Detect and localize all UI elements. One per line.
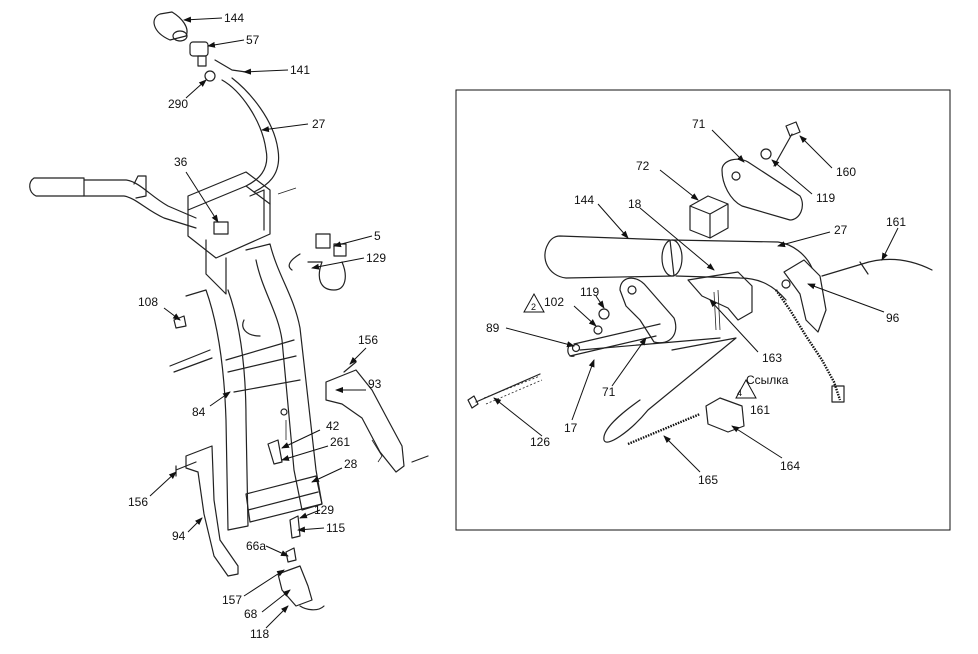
label-108: 108 xyxy=(138,295,158,309)
console-box-drawing xyxy=(187,171,297,295)
clamp-drawing xyxy=(189,41,209,67)
inset-label-link: Ссылка xyxy=(746,373,789,387)
inset-spring-165-drawing xyxy=(627,412,701,446)
inset-lever-lower-drawing xyxy=(619,277,677,344)
inset-label-102: 102 xyxy=(544,295,564,309)
inset-block-drawing xyxy=(689,195,729,239)
warning-mark-2: 2 xyxy=(531,302,536,312)
handlebar-drawing xyxy=(29,175,197,229)
inset-washer-lower-drawing xyxy=(598,308,610,320)
inset-label-164: 164 xyxy=(780,459,800,473)
warning-mark-4: 4 xyxy=(737,388,742,398)
label-118: 118 xyxy=(250,627,269,641)
label-129-lower: 129 xyxy=(314,503,334,517)
inset-label-119-top: 119 xyxy=(816,191,835,205)
cable-drawing xyxy=(214,59,247,73)
inset-bracket-96-drawing xyxy=(783,259,827,333)
label-94: 94 xyxy=(172,529,186,543)
inset-label-163: 163 xyxy=(762,351,782,365)
label-261: 261 xyxy=(330,435,350,449)
inset-label-71-lower: 71 xyxy=(602,385,616,399)
label-141: 141 xyxy=(290,63,310,77)
label-57: 57 xyxy=(246,33,260,47)
inset-cable-161-drawing xyxy=(821,258,933,277)
inset-rod-17-drawing xyxy=(579,337,737,443)
label-5: 5 xyxy=(374,229,381,243)
side-bracket-right-drawing xyxy=(325,369,405,473)
inset-labels: 71 160 72 119 144 18 27 161 119 102 89 9… xyxy=(486,117,906,487)
inset-leaders xyxy=(493,129,899,473)
lower-linkage-drawing xyxy=(277,515,325,611)
main-frame-drawing xyxy=(169,243,323,531)
label-28: 28 xyxy=(344,457,358,471)
inset-label-96: 96 xyxy=(886,311,900,325)
pin-drawing xyxy=(267,439,283,465)
inset-label-161-lower: 161 xyxy=(750,403,770,417)
label-66a: 66a xyxy=(246,539,266,553)
label-42: 42 xyxy=(326,419,340,433)
inset-label-161-top: 161 xyxy=(886,215,906,229)
inset-tube-drawing xyxy=(671,239,813,301)
warning-triangle-link: 4 xyxy=(735,378,757,399)
inset-label-18: 18 xyxy=(628,197,642,211)
inset-label-144: 144 xyxy=(574,193,594,207)
inset-assembly xyxy=(467,121,933,446)
inset-label-89: 89 xyxy=(486,321,500,335)
label-36: 36 xyxy=(174,155,188,169)
inset-label-17: 17 xyxy=(564,421,578,435)
upper-handle-drawing xyxy=(221,77,280,193)
warning-triangle-102: 2 xyxy=(523,292,545,313)
label-129-upper: 129 xyxy=(366,251,386,265)
inset-label-165: 165 xyxy=(698,473,718,487)
label-156-right: 156 xyxy=(358,333,378,347)
inset-label-119-lower: 119 xyxy=(580,285,599,299)
inset-spring-cable-drawing xyxy=(775,289,842,401)
inset-label-72: 72 xyxy=(636,159,650,173)
inset-label-27: 27 xyxy=(834,223,848,237)
inset-lever-top-drawing xyxy=(721,158,803,221)
label-156-left: 156 xyxy=(128,495,148,509)
label-68: 68 xyxy=(244,607,258,621)
inset-label-71-top: 71 xyxy=(692,117,706,131)
inset-bolt-160-drawing xyxy=(773,121,801,167)
main-leaders xyxy=(149,16,373,629)
bolt-right-drawing xyxy=(411,455,429,463)
main-labels: 144 57 141 290 27 36 5 129 108 156 93 84… xyxy=(128,11,386,641)
inset-washer-119-drawing xyxy=(760,148,772,160)
inset-label-126: 126 xyxy=(530,435,550,449)
nut-drawing xyxy=(204,70,216,82)
inset-bracket-drawing xyxy=(687,271,753,321)
side-bracket-left-drawing xyxy=(185,445,239,577)
switch-and-wire-drawing xyxy=(288,233,347,291)
label-157: 157 xyxy=(222,593,242,607)
label-290: 290 xyxy=(168,97,188,111)
inset-bolt-126-drawing xyxy=(467,373,541,409)
handle-grip-drawing xyxy=(153,11,188,42)
label-27-main: 27 xyxy=(312,117,326,131)
label-84: 84 xyxy=(192,405,206,419)
inset-label-160: 160 xyxy=(836,165,856,179)
label-93: 93 xyxy=(368,377,382,391)
bolt-108-drawing xyxy=(173,315,187,329)
inset-nut-89-drawing xyxy=(571,343,581,353)
detail-inset-frame xyxy=(455,89,951,531)
inset-nut-102-drawing xyxy=(593,325,603,335)
inset-grip-drawing xyxy=(544,235,675,279)
label-144-main: 144 xyxy=(224,11,244,25)
label-115: 115 xyxy=(326,521,345,535)
main-assembly xyxy=(29,11,429,611)
inset-bracket-164-drawing xyxy=(705,397,745,433)
